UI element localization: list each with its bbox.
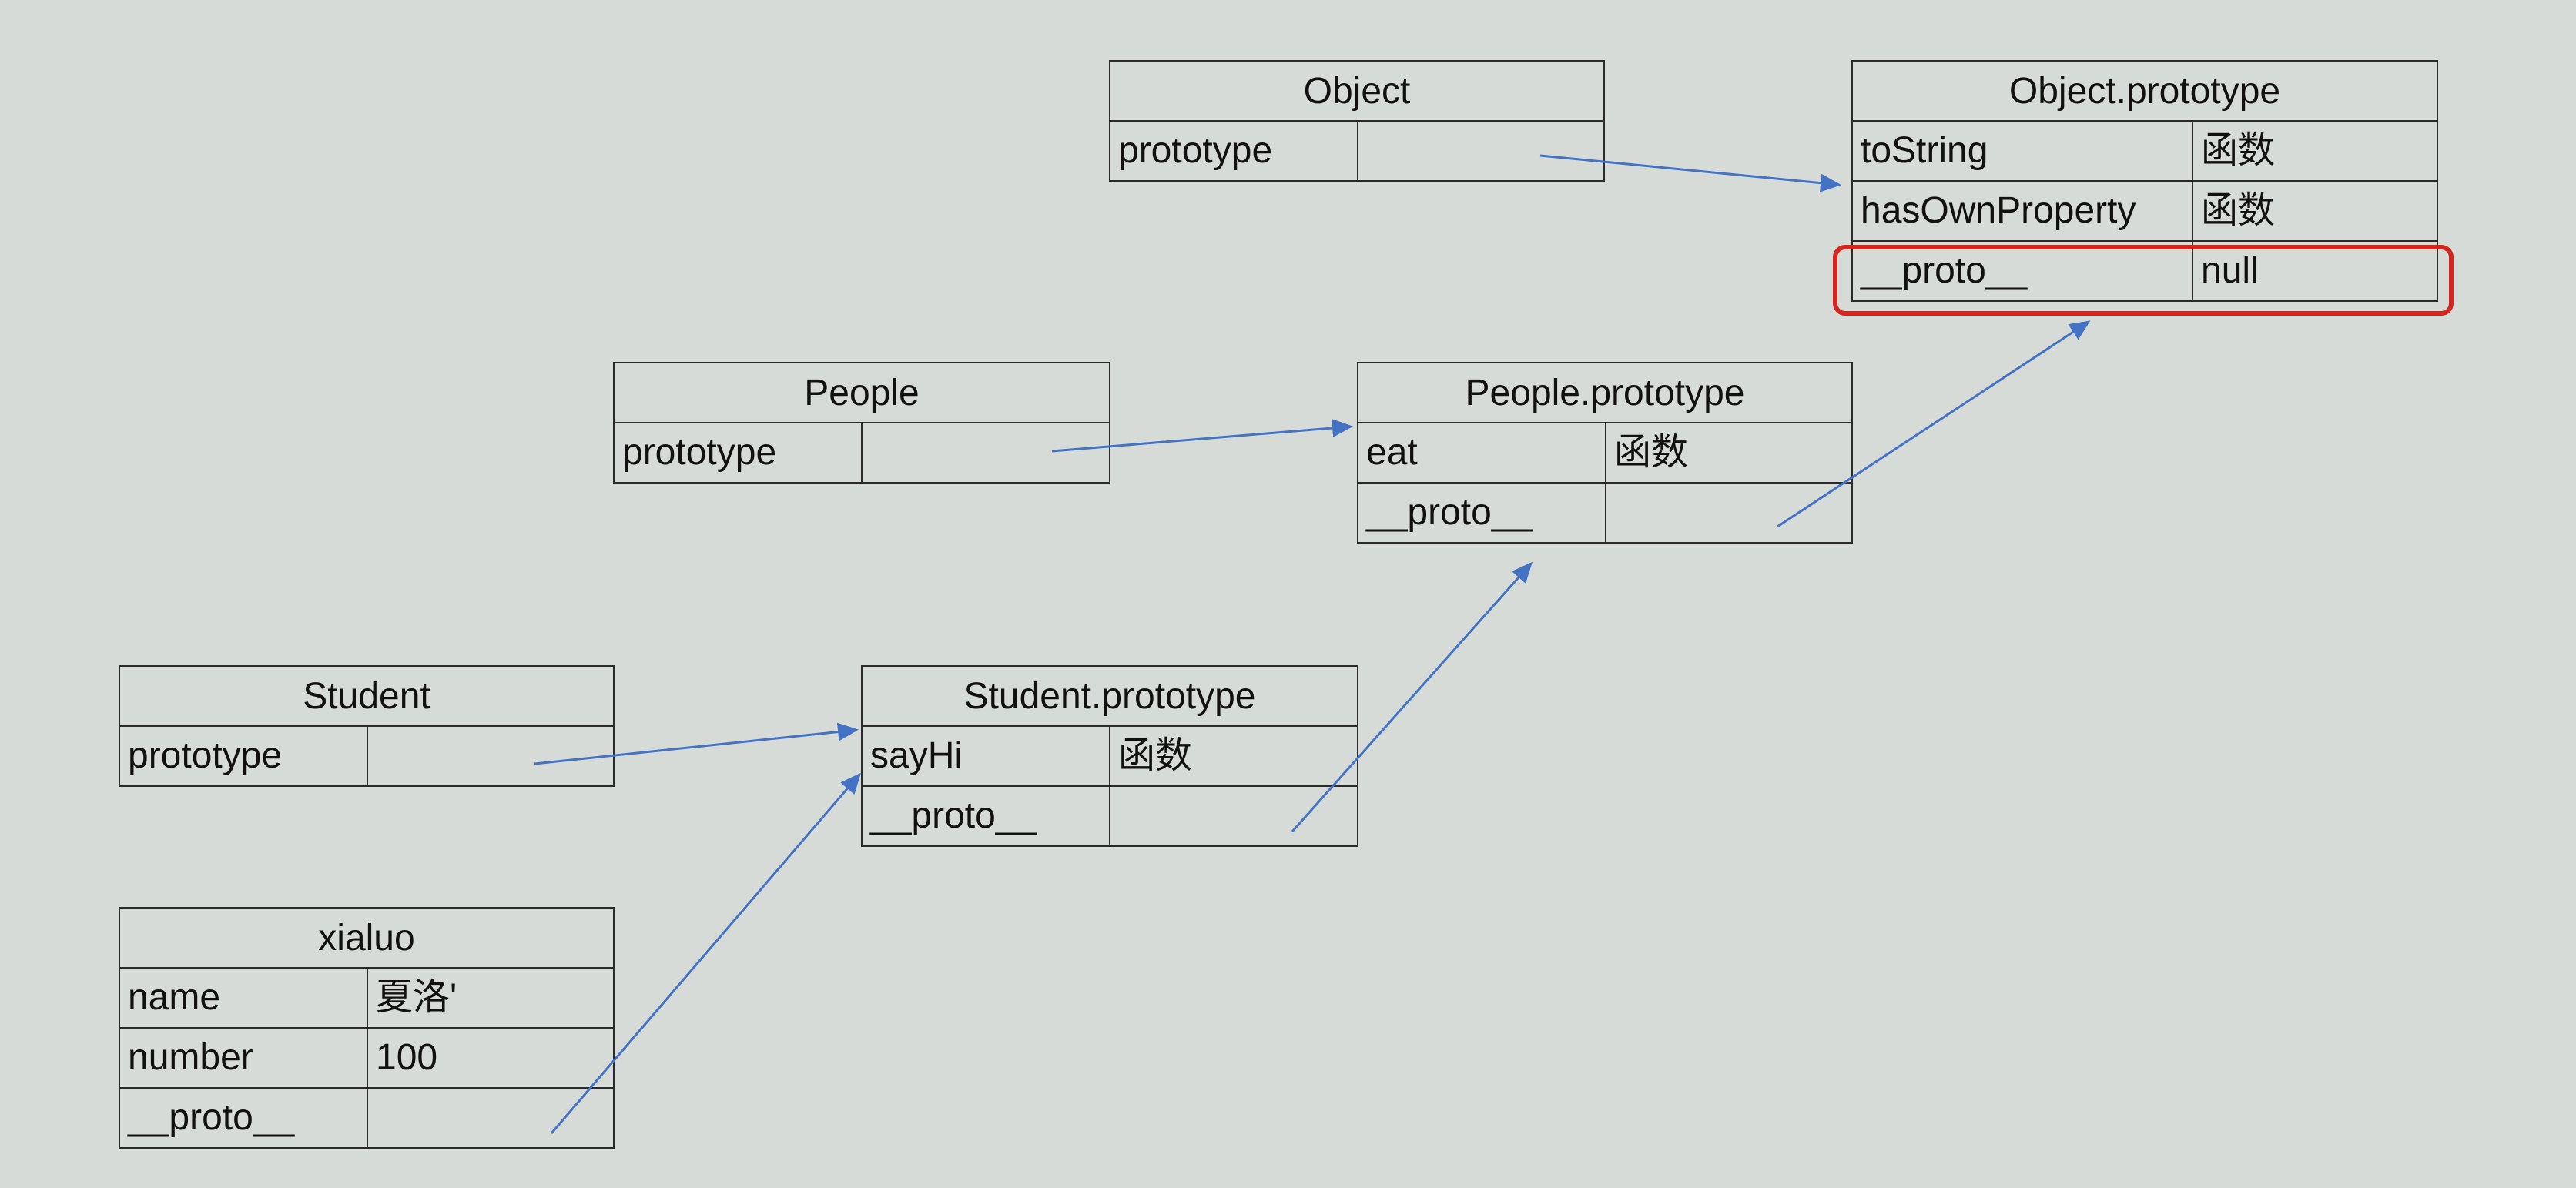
box-row: prototype (615, 423, 1109, 484)
box-row: __proto__ (863, 787, 1357, 847)
row-value: 100 (376, 1037, 438, 1078)
people-proto-link (1777, 320, 2091, 528)
box-title: People (615, 363, 1109, 423)
row-key: __proto__ (1853, 242, 2193, 302)
row-key: toString (1853, 122, 2193, 180)
row-key: eat (1358, 423, 1606, 482)
box-row: prototype (120, 727, 613, 787)
box-row: toString 函数 (1853, 122, 2437, 182)
box-title: Student.prototype (863, 667, 1357, 727)
row-key: __proto__ (1358, 484, 1606, 544)
box-row: __proto__ (120, 1089, 613, 1149)
box-title: People.prototype (1358, 363, 1851, 423)
box-row: __proto__ (1358, 484, 1851, 544)
row-key: __proto__ (120, 1089, 368, 1149)
row-key: prototype (615, 423, 863, 484)
row-value: 函数 (2201, 130, 2276, 171)
box-row: number 100 (120, 1029, 613, 1089)
student-proto-link (1291, 561, 1533, 832)
row-key: prototype (1110, 122, 1358, 182)
row-value: null (2201, 250, 2259, 291)
people-box: People prototype (613, 362, 1110, 484)
row-key: __proto__ (863, 787, 1110, 847)
box-title: Object.prototype (1853, 62, 2437, 122)
row-key: number (120, 1029, 368, 1087)
student-prototype-link (534, 722, 859, 765)
student-prototype-box: Student.prototype sayHi 函数 __proto__ (861, 665, 1358, 847)
box-row: hasOwnProperty 函数 (1853, 182, 2437, 242)
box-row: prototype (1110, 122, 1603, 182)
null-proto-highlight (1833, 245, 2454, 316)
row-key: hasOwnProperty (1853, 182, 2193, 240)
box-row: __proto__ null (1853, 242, 2437, 302)
row-key: name (120, 969, 368, 1027)
row-value: 夏洛' (376, 977, 457, 1018)
box-title: xialuo (120, 909, 613, 969)
box-title: Student (120, 667, 613, 727)
object-prototype-box: Object.prototype toString 函数 hasOwnPrope… (1851, 60, 2438, 302)
object-box: Object prototype (1109, 60, 1605, 182)
people-prototype-box: People.prototype eat 函数 __proto__ (1357, 362, 1853, 544)
box-row: sayHi 函数 (863, 727, 1357, 787)
people-prototype-link (1051, 419, 1353, 453)
row-key: sayHi (863, 727, 1110, 785)
row-key: prototype (120, 727, 368, 787)
row-value: 函数 (1118, 735, 1193, 776)
box-row: eat 函数 (1358, 423, 1851, 484)
box-row: name 夏洛' (120, 969, 613, 1029)
row-value: 函数 (2201, 190, 2276, 231)
student-box: Student prototype (119, 665, 615, 787)
xialuo-box: xialuo name 夏洛' number 100 __proto__ (119, 907, 615, 1149)
box-title: Object (1110, 62, 1603, 122)
row-value: 函数 (1614, 432, 1689, 473)
object-prototype-link (1539, 154, 1841, 192)
xialuo-proto-link (550, 772, 861, 1134)
